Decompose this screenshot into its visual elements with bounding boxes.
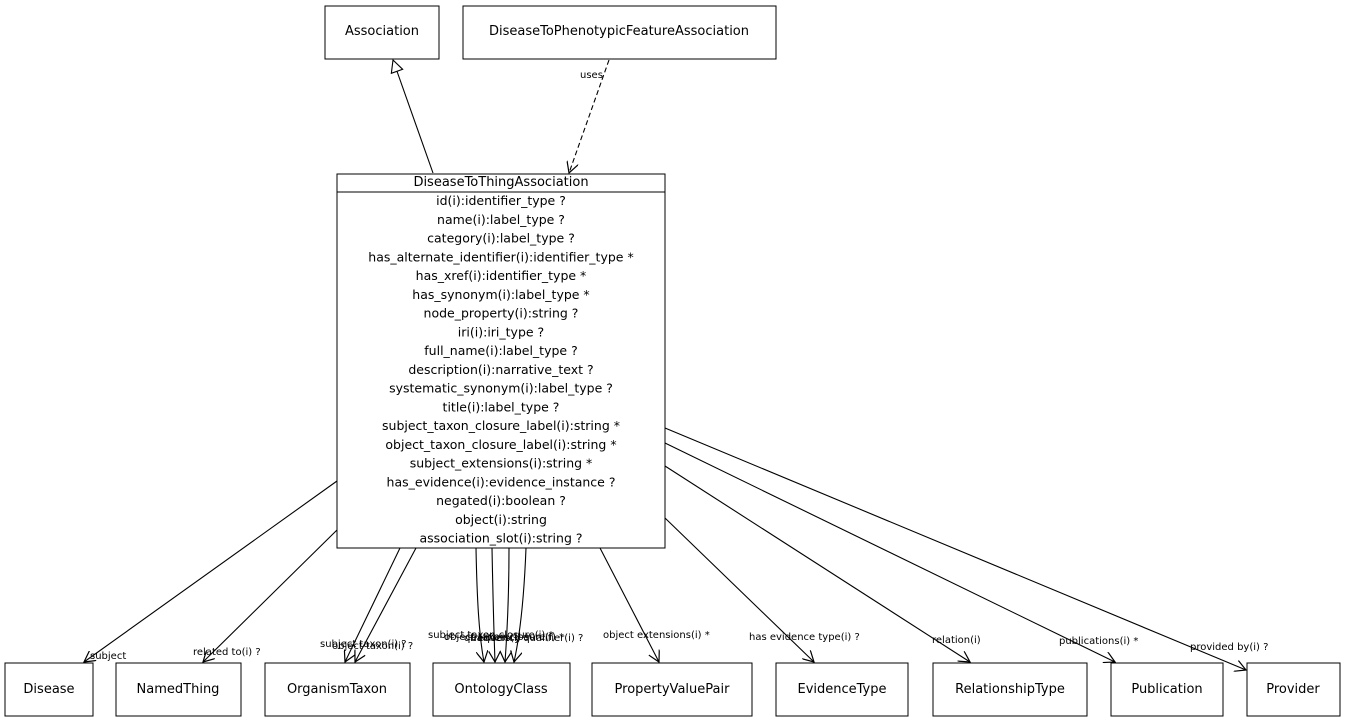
class-disease-name: Disease [23, 682, 74, 697]
attribute-row: has_evidence(i):evidence_instance ? [387, 474, 616, 489]
object-taxon-label: object taxon(i) ? [332, 641, 413, 652]
relation-label: relation(i) [932, 635, 981, 646]
attribute-row: object(i):string [455, 512, 547, 527]
class-main-name: DiseaseToThingAssociation [413, 175, 588, 190]
edge-labels: uses subject related to(i) ? subject tax… [90, 70, 1268, 662]
class-disease-to-phenotypic-feature-association[interactable]: DiseaseToPhenotypicFeatureAssociation [462, 5, 777, 60]
class-disease-to-thing-association[interactable]: DiseaseToThingAssociation id(i):identifi… [336, 173, 666, 549]
class-publication-name: Publication [1131, 682, 1202, 697]
qualifiers-label: qualifiers(i) * [464, 633, 529, 644]
attribute-row: has_alternate_identifier(i):identifier_t… [368, 249, 633, 264]
attribute-row: description(i):narrative_text ? [408, 362, 593, 377]
class-named-thing[interactable]: NamedThing [115, 662, 242, 717]
is-a-association-edge [393, 60, 434, 174]
attribute-row: subject_taxon_closure_label(i):string * [382, 418, 620, 433]
uses-edge [569, 59, 610, 173]
class-phenotypic-name: DiseaseToPhenotypicFeatureAssociation [489, 24, 749, 39]
class-provider-name: Provider [1266, 682, 1320, 697]
attribute-row: iri(i):iri_type ? [458, 324, 544, 339]
attribute-row: name(i):label_type ? [437, 212, 565, 227]
class-association-name: Association [345, 24, 419, 39]
subject-taxon-edge [345, 547, 401, 662]
class-association[interactable]: Association [324, 5, 440, 60]
object-taxon-edge [355, 547, 417, 662]
attribute-row: association_slot(i):string ? [420, 531, 583, 546]
provided-by-label: provided by(i) ? [1190, 642, 1268, 653]
class-publication[interactable]: Publication [1110, 662, 1224, 717]
subject-taxon-closure-edge [475, 547, 484, 662]
publications-label: publications(i) * [1059, 636, 1138, 647]
object-taxon-closure-label: object taxon closure(i) * [444, 632, 564, 643]
object-extensions-label: object extensions(i) * [603, 630, 710, 641]
attribute-row: has_synonym(i):label_type * [412, 287, 589, 302]
related-to-edge [203, 529, 338, 662]
publications-edge [664, 442, 1115, 662]
class-organism-taxon[interactable]: OrganismTaxon [264, 662, 411, 717]
attribute-row: subject_extensions(i):string * [410, 456, 593, 471]
uses-label: uses [580, 70, 603, 81]
has-evidence-type-edge [664, 517, 814, 662]
class-relationship-type[interactable]: RelationshipType [932, 662, 1088, 717]
class-named-thing-name: NamedThing [137, 682, 220, 697]
qualifiers-edge [505, 547, 509, 662]
has-evidence-type-label: has evidence type(i) ? [749, 632, 860, 643]
class-disease[interactable]: Disease [4, 662, 94, 717]
attribute-row: category(i):label_type ? [427, 231, 575, 246]
object-taxon-closure-edge [492, 547, 495, 662]
frequency-qualifier-label: frequency qualifier(i) ? [470, 633, 583, 644]
subject-taxon-label: subject taxon(i) ? [320, 639, 407, 650]
subject-label: subject [90, 651, 126, 662]
class-property-value-pair[interactable]: PropertyValuePair [591, 662, 753, 717]
edges [84, 60, 1246, 670]
class-evidence-type[interactable]: EvidenceType [775, 662, 909, 717]
attribute-row: negated(i):boolean ? [436, 493, 566, 508]
related-to-label: related to(i) ? [193, 647, 261, 658]
attribute-row: full_name(i):label_type ? [424, 343, 577, 358]
attribute-row: node_property(i):string ? [424, 306, 579, 321]
class-organism-taxon-name: OrganismTaxon [287, 682, 387, 697]
class-ontology-class[interactable]: OntologyClass [432, 662, 571, 717]
subject-taxon-closure-label: subject taxon closure(i) * [428, 630, 553, 641]
object-extensions-edge [599, 547, 659, 662]
class-evidence-type-name: EvidenceType [797, 682, 886, 697]
subject-edge [84, 480, 338, 662]
attribute-row: id(i):identifier_type ? [436, 193, 566, 208]
class-ontology-class-name: OntologyClass [454, 682, 547, 697]
attribute-row: systematic_synonym(i):label_type ? [389, 381, 613, 396]
attribute-list: id(i):identifier_type ? name(i):label_typ… [368, 193, 633, 546]
relation-edge [664, 465, 970, 662]
attribute-row: title(i):label_type ? [443, 399, 560, 414]
frequency-qualifier-edge [514, 547, 527, 662]
provided-by-edge [664, 427, 1246, 670]
attribute-row: has_xref(i):identifier_type * [416, 268, 587, 283]
attribute-row: object_taxon_closure_label(i):string * [385, 437, 616, 452]
class-relationship-type-name: RelationshipType [955, 682, 1065, 697]
class-provider[interactable]: Provider [1246, 662, 1341, 717]
class-property-value-pair-name: PropertyValuePair [615, 682, 731, 697]
